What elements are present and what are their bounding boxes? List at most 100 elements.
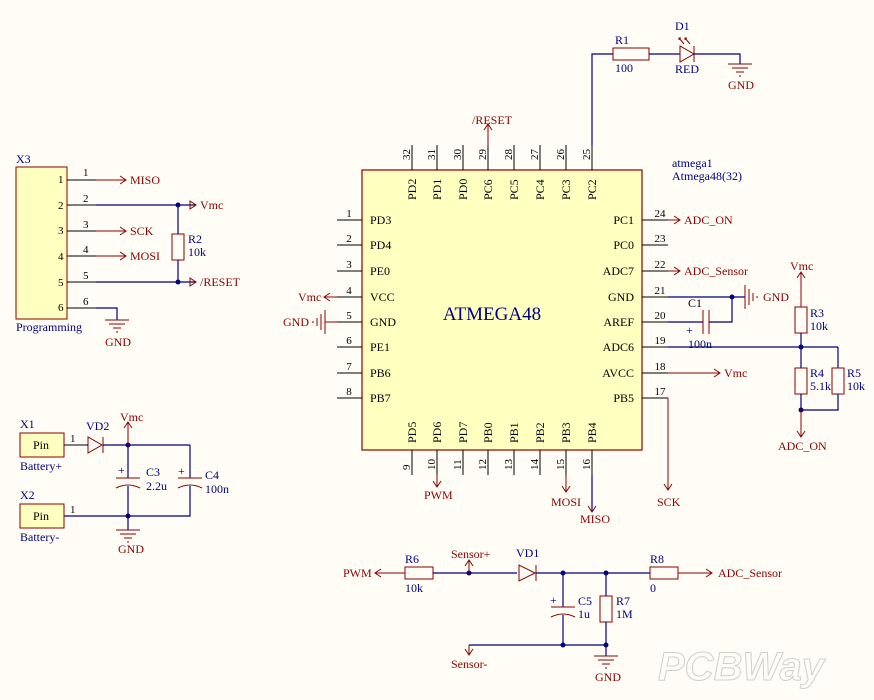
pin-name: PB1 bbox=[507, 422, 521, 443]
x1-label: Battery+ bbox=[20, 459, 62, 473]
net-label: ADC_Sensor bbox=[718, 566, 782, 580]
r4-val: 5.1k bbox=[810, 379, 831, 393]
pin-num: 3 bbox=[346, 259, 352, 271]
led-circuit[interactable]: R1 100 D1 RED GND bbox=[591, 19, 754, 145]
sck-net-right[interactable]: SCK bbox=[657, 398, 681, 509]
d1-ref: D1 bbox=[675, 19, 690, 33]
pwm-net-bottom[interactable]: PWM bbox=[424, 475, 453, 502]
c4-val: 100n bbox=[205, 482, 229, 496]
r8-ref: R8 bbox=[650, 552, 664, 566]
gnd-icon bbox=[116, 529, 140, 543]
pin-name: PB6 bbox=[370, 366, 391, 380]
vmc-net-vcc[interactable]: Vmc bbox=[298, 290, 337, 304]
pin-num: 3 bbox=[58, 225, 64, 237]
net-label: Sensor+ bbox=[451, 547, 491, 561]
pin-num: 6 bbox=[58, 302, 64, 314]
net-label: MOSI bbox=[551, 495, 581, 509]
net-label: ADC_ON bbox=[684, 213, 733, 227]
r5-ref: R5 bbox=[847, 366, 861, 380]
pin-name: PB3 bbox=[559, 422, 573, 443]
pin-num: 6 bbox=[346, 335, 352, 347]
pin-name: AVCC bbox=[602, 366, 634, 380]
gnd-icon bbox=[594, 655, 618, 669]
miso-net-bottom[interactable]: MISO bbox=[580, 475, 610, 526]
pin-name: ADC7 bbox=[603, 264, 634, 278]
pin-num: 20 bbox=[655, 310, 667, 322]
pin-num: 4 bbox=[83, 244, 89, 256]
net-label: ADC_Sensor bbox=[684, 264, 748, 278]
adc6-divider[interactable]: Vmc R3 10k R4 5.1k R5 10k ADC_ON bbox=[668, 259, 865, 453]
programming-header[interactable]: X3 Programming 1 2 3 4 5 6 1 2 3 4 5 6 M… bbox=[15, 152, 241, 349]
pin-num: 13 bbox=[503, 459, 515, 471]
pin-num: 26 bbox=[555, 149, 567, 161]
pin-name: PC0 bbox=[613, 238, 634, 252]
pin-num: 3 bbox=[83, 219, 89, 231]
pin-name: PD1 bbox=[430, 179, 444, 200]
c5-ref: C5 bbox=[578, 594, 592, 608]
net-label: /RESET bbox=[200, 275, 241, 289]
r6-ref: R6 bbox=[405, 552, 419, 566]
c3-val: 2.2u bbox=[146, 479, 167, 493]
d1-val: RED bbox=[675, 62, 699, 76]
polarity-mark: + bbox=[118, 463, 125, 477]
x2-val: Pin bbox=[33, 509, 49, 523]
sensor-section[interactable]: PWM R6 10k Sensor+ VD1 + C5 1u R7 1M Sen… bbox=[343, 546, 782, 684]
diode-icon bbox=[87, 436, 104, 454]
net-label: MISO bbox=[580, 512, 610, 526]
pin-name: PC2 bbox=[585, 179, 599, 200]
pin-name: PB5 bbox=[613, 391, 634, 405]
x2-ref: X2 bbox=[20, 488, 35, 502]
gnd-icon bbox=[105, 319, 129, 333]
pin-num: 22 bbox=[655, 259, 666, 271]
pin-num: 7 bbox=[346, 361, 352, 373]
vmc-net-avcc[interactable]: Vmc bbox=[668, 366, 747, 380]
pin-num: 30 bbox=[452, 149, 464, 161]
net-label: Sensor- bbox=[451, 657, 487, 671]
pin-num: 2 bbox=[83, 193, 89, 205]
net-label: Vmc bbox=[298, 290, 321, 304]
reset-net-top[interactable]: /RESET bbox=[472, 113, 513, 145]
gnd-net-left[interactable]: GND bbox=[283, 310, 337, 334]
chip-right-pins: 24 23 22 21 20 19 18 17 PC1 PC0 ADC7 GND… bbox=[602, 208, 668, 405]
pin-num: 1 bbox=[58, 174, 64, 186]
aref-gnd-circuit[interactable]: GND + C1 100n bbox=[668, 285, 789, 351]
pin-num: 28 bbox=[503, 149, 515, 161]
pin-num: 21 bbox=[655, 285, 666, 297]
battery-section[interactable]: X1 Pin Battery+ 1 VD2 Vmc + C3 2.2u + C4… bbox=[19, 410, 229, 556]
pin-num: 31 bbox=[426, 149, 438, 160]
pin-num: 17 bbox=[655, 386, 667, 398]
pin-name: PC3 bbox=[559, 179, 573, 200]
pin-name: PC4 bbox=[533, 179, 547, 200]
diode-icon bbox=[518, 564, 537, 582]
pin-name: PD4 bbox=[370, 238, 391, 252]
pin-num: 14 bbox=[529, 459, 541, 471]
pin-name: PB4 bbox=[585, 422, 599, 443]
net-label: Vmc bbox=[790, 259, 813, 273]
x3-ref: X3 bbox=[16, 152, 31, 166]
r1-ref: R1 bbox=[615, 33, 629, 47]
net-label: SCK bbox=[130, 224, 154, 238]
pin-num: 15 bbox=[555, 459, 567, 471]
gnd-label: GND bbox=[728, 78, 754, 92]
pin-num: 5 bbox=[58, 277, 64, 289]
pin-num: 8 bbox=[346, 386, 352, 398]
pin-num: 9 bbox=[401, 464, 413, 470]
adc-sensor-net-right[interactable]: ADC_Sensor bbox=[668, 264, 748, 278]
c1-val: 100n bbox=[688, 337, 712, 351]
adc-on-net-right[interactable]: ADC_ON bbox=[668, 213, 733, 227]
net-label: SCK bbox=[657, 495, 681, 509]
mosi-net-bottom[interactable]: MOSI bbox=[551, 475, 581, 509]
pin-num: 5 bbox=[83, 270, 89, 282]
pin-name: PE0 bbox=[370, 264, 390, 278]
atmega-chip[interactable]: ATMEGA48 atmega1 Atmega48(32) bbox=[361, 156, 742, 451]
pin-name: PD2 bbox=[405, 179, 419, 200]
polarity-mark: + bbox=[550, 593, 557, 607]
pin-num: 4 bbox=[346, 285, 352, 297]
c1-ref: C1 bbox=[688, 296, 702, 310]
pin-num: 2 bbox=[58, 200, 64, 212]
chip-bottom-pins: 9 10 11 12 13 14 15 16 PD5 PD6 PD7 PB0 P… bbox=[401, 422, 599, 475]
r6-val: 10k bbox=[405, 581, 423, 595]
r4-ref: R4 bbox=[810, 366, 824, 380]
pin-num: 18 bbox=[655, 361, 667, 373]
